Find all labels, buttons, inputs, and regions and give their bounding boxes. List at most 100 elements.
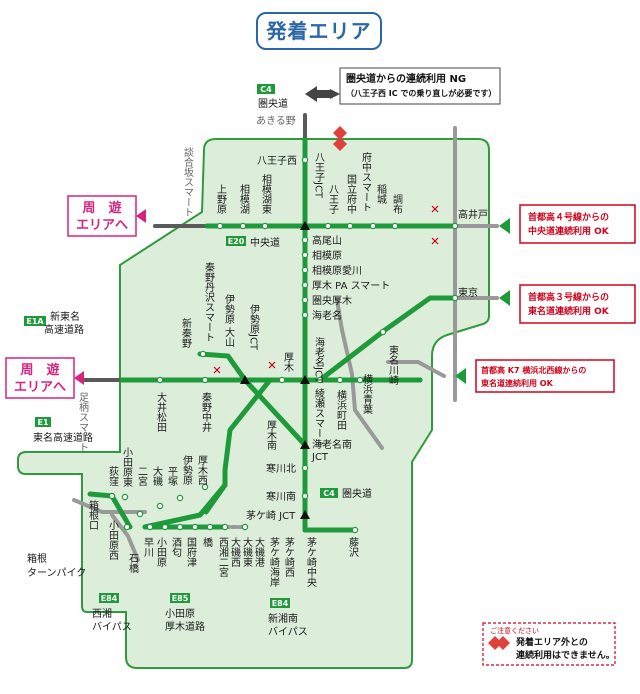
ic-labels-horizontal: あきる野 八王子西 高井戸 高尾山 相模原 相模原愛川 厚木 PA スマート 圏…: [246, 115, 488, 522]
svg-text:連続利用はできません。: 連続利用はできません。: [516, 649, 615, 661]
svg-text:E84: E84: [101, 594, 118, 603]
svg-text:八王子: 八王子: [327, 184, 339, 214]
svg-text:小田原: 小田原: [155, 537, 167, 567]
ic-dots: [108, 156, 459, 534]
svg-text:伊勢原 大山: 伊勢原 大山: [223, 294, 235, 347]
caution-icon: [488, 636, 510, 650]
svg-text:談合坂スマート: 談合坂スマート: [182, 146, 194, 217]
other-roads: [72, 126, 499, 562]
svg-text:東名川崎: 東名川崎: [387, 344, 399, 385]
ic-labels-vertical: 談合坂スマート 上野原 相模湖 相模湖東 八王子JCT 八王子 国立府中 府中ス…: [77, 146, 403, 588]
page-title: 発着エリア: [256, 12, 382, 50]
svg-text:綾瀬スマート: 綾瀬スマート: [313, 387, 325, 448]
outside-roads: [83, 113, 307, 382]
svg-text:小田原西: 小田原西: [107, 520, 119, 560]
loop-area-badge-1: 周 遊 エリアへ: [67, 195, 146, 237]
svg-text:圏央厚木: 圏央厚木: [312, 294, 352, 307]
svg-text:相模原: 相模原: [312, 249, 342, 262]
svg-text:八王子西: 八王子西: [257, 155, 297, 167]
svg-text:エリアへ: エリアへ: [76, 218, 128, 233]
svg-text:相模湖東: 相模湖東: [260, 173, 272, 215]
svg-text:発着エリア外との: 発着エリア外との: [515, 636, 588, 648]
svg-text:周 遊: 周 遊: [82, 200, 121, 216]
svg-text:西湘二宮: 西湘二宮: [217, 537, 229, 578]
ng-marker-icon: [333, 126, 347, 151]
svg-text:平塚: 平塚: [166, 466, 178, 487]
callout-k7: 首都高 K7 横浜北西線からの 東名道連続利用 OK: [455, 359, 615, 393]
svg-text:新湘南: 新湘南: [268, 612, 298, 625]
svg-text:厚木南: 厚木南: [265, 420, 277, 450]
svg-text:ターンパイク: ターンパイク: [27, 567, 86, 579]
svg-text:東名高速道路: 東名高速道路: [33, 431, 93, 444]
svg-text:高速道路: 高速道路: [44, 323, 84, 336]
svg-text:周 遊: 周 遊: [20, 362, 59, 378]
svg-text:茅ケ崎中央: 茅ケ崎中央: [305, 537, 317, 588]
svg-text:八王子JCT: 八王子JCT: [313, 152, 325, 199]
svg-text:秦野中井: 秦野中井: [200, 391, 212, 433]
loop-area-badge-2: 周 遊 エリアへ: [5, 357, 84, 399]
svg-text:圏央道: 圏央道: [258, 97, 288, 110]
svg-text:国府津: 国府津: [185, 537, 197, 568]
svg-text:稲城: 稲城: [375, 184, 387, 205]
svg-text:小田原東: 小田原東: [121, 447, 133, 488]
svg-text:藤沢: 藤沢: [347, 537, 359, 558]
svg-text:箱根: 箱根: [27, 552, 47, 565]
svg-text:早川: 早川: [142, 537, 154, 557]
svg-text:大磯: 大磯: [151, 465, 163, 487]
svg-text:二宮: 二宮: [136, 466, 148, 487]
svg-text:圏央道からの連続利用 NG: 圏央道からの連続利用 NG: [346, 72, 466, 85]
callout-route3: 首都高３号線からの 東名道連続利用 OK: [499, 284, 636, 324]
svg-text:大磯東: 大磯東: [241, 536, 253, 568]
svg-text:石橋: 石橋: [127, 553, 139, 574]
svg-text:国立府中: 国立府中: [345, 174, 357, 215]
callout-route4: 首都高４号線からの 中央道連続利用 OK: [499, 204, 636, 244]
svg-text:大井松田: 大井松田: [155, 391, 167, 432]
svg-text:バイパス: バイパス: [92, 621, 132, 633]
svg-text:ご注意ください: ご注意ください: [490, 626, 539, 635]
svg-text:新東名: 新東名: [50, 310, 80, 323]
svg-text:首都高３号線からの: 首都高３号線からの: [528, 291, 609, 303]
road-names: 圏央道 中央道 新東名 高速道路 東名高速道路 圏央道 箱根 ターンパイク 西湘…: [27, 97, 372, 638]
no-transfer-marks: [213, 205, 439, 374]
svg-text:茅ケ崎 JCT: 茅ケ崎 JCT: [246, 509, 296, 522]
svg-text:（八王子西 IC での乗り直しが必要です）: （八王子西 IC での乗り直しが必要です）: [346, 88, 496, 98]
svg-text:小田原: 小田原: [165, 608, 195, 620]
svg-text:寒川北: 寒川北: [266, 462, 296, 475]
svg-text:E1: E1: [37, 418, 48, 427]
svg-text:東名道連続利用 OK: 東名道連続利用 OK: [528, 305, 610, 317]
svg-text:大磯港: 大磯港: [253, 536, 265, 567]
svg-text:中央道: 中央道: [250, 236, 280, 249]
svg-text:相模原愛川: 相模原愛川: [312, 264, 362, 277]
svg-text:西湘: 西湘: [92, 607, 112, 620]
svg-text:荻窪: 荻窪: [107, 466, 119, 486]
svg-text:大磯西: 大磯西: [229, 536, 241, 567]
route-badges: C4 E20 E1A E1 C4 E84 E85 E84: [24, 84, 338, 608]
caution-box: ご注意ください 発着エリア外との 連続利用はできません。: [482, 622, 616, 666]
svg-text:JCT: JCT: [311, 452, 329, 463]
svg-text:バイパス: バイパス: [268, 626, 308, 638]
svg-text:C4: C4: [323, 489, 335, 498]
svg-text:厚木: 厚木: [282, 352, 294, 373]
svg-text:首都高 K7 横浜北西線からの: 首都高 K7 横浜北西線からの: [481, 365, 586, 375]
svg-text:エリアへ: エリアへ: [14, 380, 66, 395]
svg-text:C4: C4: [260, 85, 272, 94]
junction-markers: [240, 221, 310, 519]
svg-text:E85: E85: [172, 594, 189, 603]
svg-text:圏央道: 圏央道: [342, 487, 372, 500]
svg-text:海老名南: 海老名南: [312, 438, 352, 451]
svg-text:茅ケ崎海岸: 茅ケ崎海岸: [268, 537, 280, 588]
svg-text:調布: 調布: [391, 193, 403, 215]
svg-text:E20: E20: [228, 237, 245, 246]
svg-text:足柄スマート: 足柄スマート: [77, 392, 89, 452]
svg-text:東名道連続利用 OK: 東名道連続利用 OK: [481, 378, 554, 388]
svg-text:厚木 PA スマート: 厚木 PA スマート: [312, 280, 390, 292]
svg-text:E1A: E1A: [26, 317, 44, 326]
svg-text:E84: E84: [272, 599, 289, 608]
svg-text:あきる野: あきる野: [256, 115, 296, 127]
svg-text:茅ケ崎西: 茅ケ崎西: [283, 537, 295, 577]
svg-text:海老名JCT: 海老名JCT: [313, 336, 325, 384]
svg-text:横浜町田: 横浜町田: [335, 389, 347, 430]
svg-text:横浜青葉: 横浜青葉: [361, 373, 373, 415]
svg-text:厚木道路: 厚木道路: [165, 620, 205, 633]
svg-text:海老名: 海老名: [312, 309, 342, 322]
